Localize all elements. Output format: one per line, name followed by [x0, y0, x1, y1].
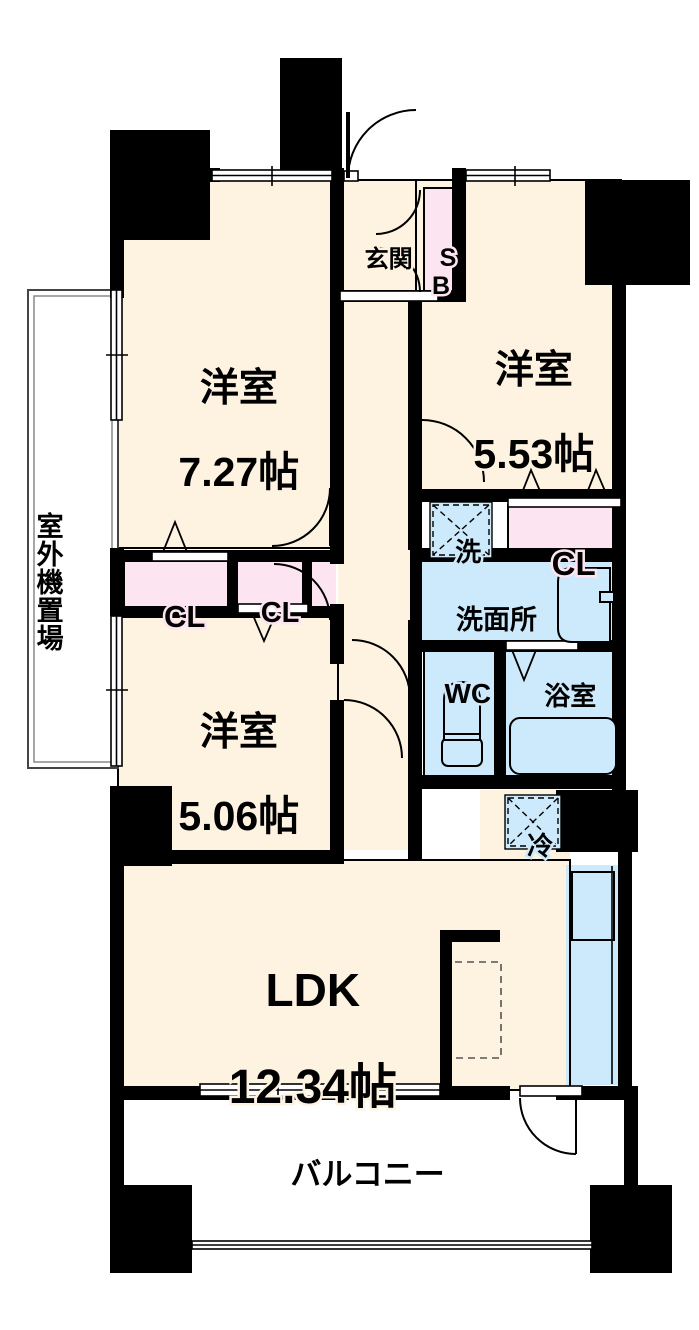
door-entry-top: [343, 170, 359, 182]
door-ldk-bedroom-threshold: [519, 1085, 583, 1097]
fold-marker-closet-left-1: [162, 519, 188, 553]
wall-left-lower-a: [110, 548, 124, 616]
wall-closet-divider: [228, 556, 238, 612]
door-swing-corridor-low: [343, 699, 403, 759]
door-swing-genkan-lower: [375, 247, 421, 293]
wall-pillar-right-mid: [556, 790, 638, 852]
fold-marker-closet-bedroom-b: [584, 467, 609, 499]
fold-marker-closet-left-2: [251, 612, 277, 644]
vanity-faucet: [599, 591, 615, 603]
wall-bit-2: [330, 604, 344, 664]
wall-pillar-top-left: [110, 130, 210, 240]
door-swing-506: [273, 563, 331, 621]
room-fill-corridor-low: [338, 680, 416, 850]
kitchen-sink: [571, 871, 615, 941]
toilet-bowl: [443, 680, 481, 735]
folding-door-markers: [162, 467, 609, 683]
closet-left-2-fill: [236, 560, 308, 608]
wall-727-right: [330, 180, 344, 550]
wall-top-727: [110, 168, 220, 182]
balcony-pillar-left: [110, 1185, 192, 1273]
wall-kitchen-partition: [440, 930, 500, 942]
door-swing-727: [271, 487, 331, 547]
wall-left-bottom-outer: [110, 860, 124, 1090]
closet-left-1-fill: [124, 560, 228, 608]
door-closet-bedroom: [507, 497, 622, 508]
structural-walls: [110, 58, 690, 1273]
wall-wc-bath-divider: [494, 646, 506, 780]
door-swing-genkan-upper: [375, 189, 421, 235]
closet-left-3-fill: [311, 560, 336, 608]
balcony-wall-right: [624, 1100, 638, 1190]
wall-bit-1: [330, 548, 344, 564]
wall-wetzone-left: [410, 548, 422, 783]
door-swing-553: [421, 419, 485, 483]
door-swing-entrance: [347, 109, 417, 179]
balcony-wall-left: [110, 1100, 124, 1190]
wall-closet-divider2: [302, 556, 312, 612]
door-closet-left-2: [237, 603, 309, 614]
vanity-basin: [557, 567, 611, 643]
bathtub: [509, 717, 617, 775]
wall-pillar-top-right: [585, 180, 690, 285]
outdoor-unit-area: [27, 289, 119, 769]
wall-corridor-right: [408, 300, 422, 550]
windows: [106, 166, 593, 1250]
wall-kitchen-partition-v: [440, 930, 452, 1090]
room-fill-corridor: [338, 300, 416, 680]
washer-slot: [429, 501, 493, 559]
wall-wetzone-bottom: [410, 775, 624, 789]
door-bathroom: [505, 640, 579, 651]
room-fill-washitsu-727: [118, 180, 338, 548]
door-closet-left-1: [151, 551, 229, 562]
fold-marker-closet-bedroom-a: [519, 467, 544, 499]
door-genkan-threshold: [339, 290, 439, 302]
wall-right-lower: [618, 852, 632, 1092]
appliance-slots: [429, 501, 562, 850]
wall-top-genkan: [330, 168, 344, 182]
toilet-tank: [441, 737, 483, 767]
door-swings: [271, 109, 577, 1155]
flat-doors: [151, 170, 622, 1097]
wall-pillar-top-mid: [280, 58, 342, 180]
wall-left-upper: [110, 168, 124, 298]
wall-506-bottom: [118, 850, 344, 864]
fixtures: [441, 567, 617, 1084]
balcony-pillar-right: [590, 1185, 672, 1273]
toilet-seat-line: [443, 733, 481, 741]
wall-bit-3: [330, 700, 344, 860]
door-swing-ldk-balcony: [519, 1097, 577, 1155]
door-swing-washroom: [351, 639, 411, 699]
wall-between-entry-553: [452, 168, 466, 300]
fold-marker-bathroom: [511, 649, 537, 683]
